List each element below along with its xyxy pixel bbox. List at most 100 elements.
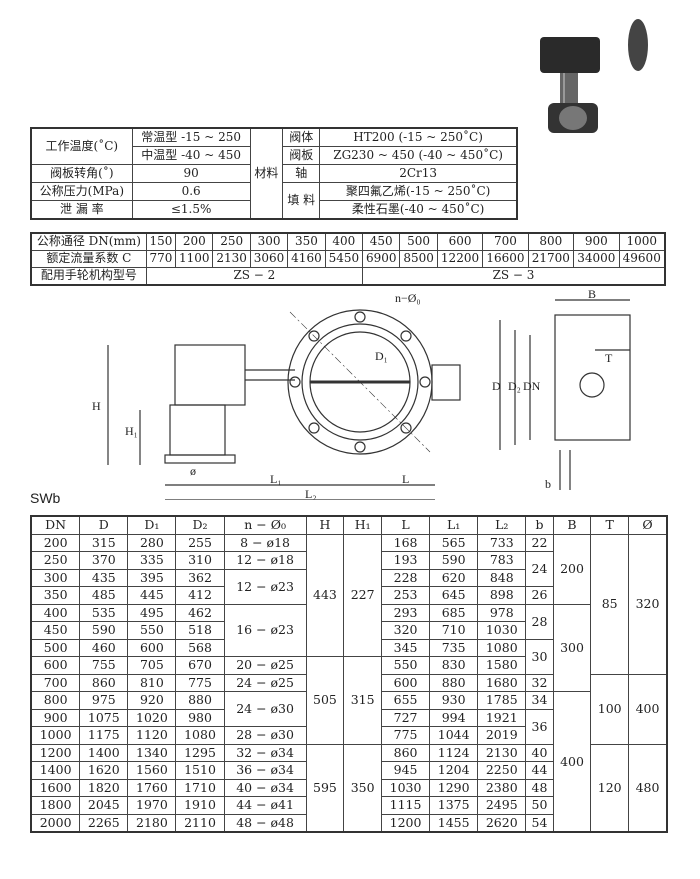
- label-h1: H₁: [125, 424, 138, 438]
- column-header: D₂: [175, 515, 225, 535]
- table-cell: 2000: [30, 813, 81, 833]
- table-cell: 1295: [175, 743, 225, 762]
- table-cell: 565: [429, 533, 479, 552]
- table-cell: 200: [30, 533, 81, 552]
- table-cell: 595: [305, 743, 345, 833]
- label-l1: L₁: [270, 472, 282, 486]
- table-cell: 350: [30, 586, 81, 605]
- table-cell: 30: [525, 638, 554, 675]
- table-cell: 1290: [429, 778, 479, 797]
- table-cell: 412: [175, 586, 225, 605]
- table-cell: 727: [380, 708, 431, 727]
- table-cell: 50: [525, 796, 554, 815]
- table-cell: 1560: [127, 761, 177, 780]
- column-header: T: [590, 515, 630, 535]
- dn-value: 300: [249, 232, 289, 251]
- table-cell: 1800: [30, 796, 81, 815]
- table-cell: 880: [175, 691, 225, 710]
- table-cell: 485: [79, 586, 129, 605]
- table-cell: 735: [429, 638, 479, 657]
- shaft-label: 轴: [282, 164, 321, 183]
- table-cell: 1030: [477, 621, 527, 640]
- c-value: 2130: [212, 250, 251, 268]
- leak-label: 泄 漏 率: [30, 200, 133, 220]
- column-header: Ø: [628, 515, 668, 535]
- column-header: H: [305, 515, 345, 535]
- dn-value: 250: [212, 232, 251, 251]
- table-cell: 32: [525, 673, 554, 692]
- table-cell: 40: [525, 743, 554, 762]
- table-cell: 568: [175, 638, 225, 657]
- label-d2: D₂: [508, 379, 521, 393]
- actuator-outline: [174, 344, 246, 406]
- table-cell: 898: [477, 586, 527, 605]
- table-cell: 900: [30, 708, 81, 727]
- table-cell: 12 − ø18: [223, 551, 307, 570]
- table-cell: 24 − ø25: [223, 673, 307, 692]
- column-header: H₁: [343, 515, 382, 535]
- table-cell: 810: [127, 673, 177, 692]
- table-cell: 495: [127, 603, 177, 622]
- column-header: D: [79, 515, 129, 535]
- label-t: T: [605, 351, 613, 365]
- column-header: B: [552, 515, 592, 535]
- table-cell: 733: [477, 533, 527, 552]
- packing-label: 填 料: [282, 182, 321, 220]
- table-cell: 400: [30, 603, 81, 622]
- table-cell: 20 − ø25: [223, 656, 307, 675]
- dn-value: 600: [436, 232, 484, 251]
- body-value: HT200 (-15 ~ 250˚C): [319, 127, 518, 147]
- table-cell: 2110: [175, 813, 225, 833]
- table-cell: 320: [380, 621, 431, 640]
- work-temp-label: 工作温度(˚C): [30, 127, 133, 165]
- column-header: L: [380, 515, 431, 535]
- table-cell: 44 − ø41: [223, 796, 307, 815]
- table-cell: 362: [175, 568, 225, 587]
- table-cell: 2130: [477, 743, 527, 762]
- table-cell: 480: [628, 743, 668, 833]
- table-cell: 1080: [477, 638, 527, 657]
- table-cell: 460: [79, 638, 129, 657]
- table-cell: 1820: [79, 778, 129, 797]
- dn-value: 1000: [618, 232, 666, 251]
- c-value: 3060: [249, 250, 289, 268]
- table-cell: 670: [175, 656, 225, 675]
- body-label: 阀体: [282, 127, 321, 147]
- c-value: 49600: [618, 250, 666, 268]
- model-zs2: ZS − 2: [145, 267, 364, 286]
- table-cell: 830: [429, 656, 479, 675]
- dn-label: 公称通径 DN(mm): [30, 232, 147, 251]
- table-cell: 400: [552, 691, 592, 833]
- c-value: 1100: [175, 250, 214, 268]
- table-cell: 193: [380, 551, 431, 570]
- table-cell: 24 − ø30: [223, 691, 307, 727]
- table-cell: 1375: [429, 796, 479, 815]
- table-cell: 2045: [79, 796, 129, 815]
- table-cell: 320: [628, 533, 668, 675]
- table-cell: 370: [79, 551, 129, 570]
- model-zs3: ZS − 3: [362, 267, 666, 286]
- column-header: n − Ø₀: [223, 515, 307, 535]
- table-cell: 28 − ø30: [223, 726, 307, 745]
- table-cell: 445: [127, 586, 177, 605]
- disc-value: ZG230 ~ 450 (-40 ~ 450˚C): [319, 146, 518, 165]
- disc-label: 阀板: [282, 146, 321, 165]
- table-cell: 16 − ø23: [223, 603, 307, 657]
- table-cell: 550: [127, 621, 177, 640]
- label-dn: DN: [523, 379, 541, 393]
- table-cell: 28: [525, 603, 554, 640]
- table-cell: 600: [30, 656, 81, 675]
- table-cell: 227: [343, 533, 382, 657]
- c-value: 21700: [527, 250, 575, 268]
- table-cell: 315: [343, 656, 382, 745]
